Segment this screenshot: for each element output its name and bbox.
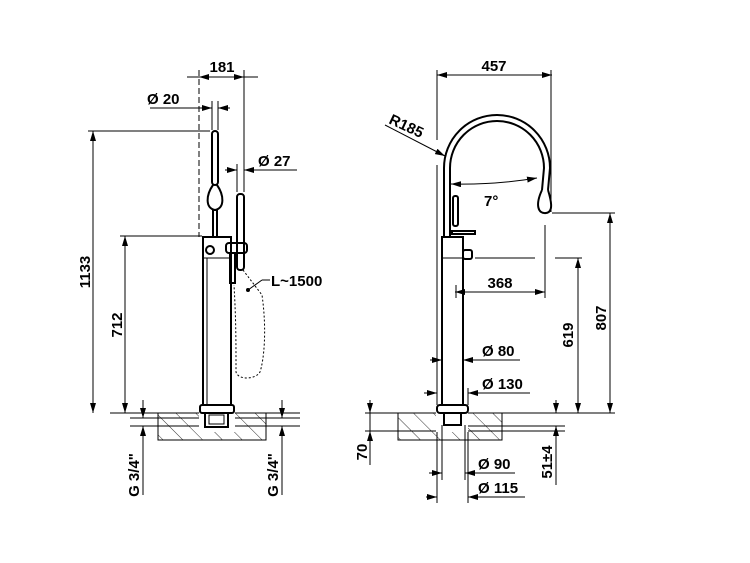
dim-handle-diameter-label: Ø 20: [147, 91, 180, 108]
floor-slab-right: [365, 410, 615, 441]
dim-total-height-label: 1133: [77, 256, 94, 289]
front-view: 457 R185 7° 368 807 619 Ø 80 Ø 130: [354, 58, 615, 503]
dim-flange-diameter-label: Ø 90: [478, 456, 511, 473]
dim-mixer-height-label: 619: [560, 322, 577, 347]
dim-width-label: 181: [209, 59, 234, 76]
dim-column-diameter-label: Ø 80: [482, 343, 515, 360]
dim-hole-diameter-label: Ø 115: [478, 480, 518, 497]
dim-body-height-label: 712: [109, 312, 126, 337]
dim-base-diameter-label: Ø 130: [482, 376, 523, 393]
dim-inlet-depth-label: 51±4: [539, 445, 556, 479]
side-view: 181 Ø 20 Ø 27 1133 712 L~1500 G 3/4" G 3…: [77, 59, 322, 497]
thread-left-label: G 3/4": [126, 453, 143, 497]
dim-floor-depth-label: 70: [354, 444, 371, 461]
faucet-body-front: [436, 114, 553, 426]
dim-shower-diameter-label: Ø 27: [258, 153, 291, 170]
faucet-body-side: [199, 130, 266, 428]
dim-spout-height-label: 807: [593, 305, 610, 330]
hose-length-label: L~1500: [271, 273, 322, 290]
thread-right-label: G 3/4": [265, 453, 282, 497]
dim-radius-label: R185: [386, 111, 426, 142]
dim-swivel-angle-label: 7°: [484, 193, 498, 210]
dim-reach-label: 457: [481, 58, 506, 75]
dim-spout-offset-label: 368: [487, 275, 512, 292]
